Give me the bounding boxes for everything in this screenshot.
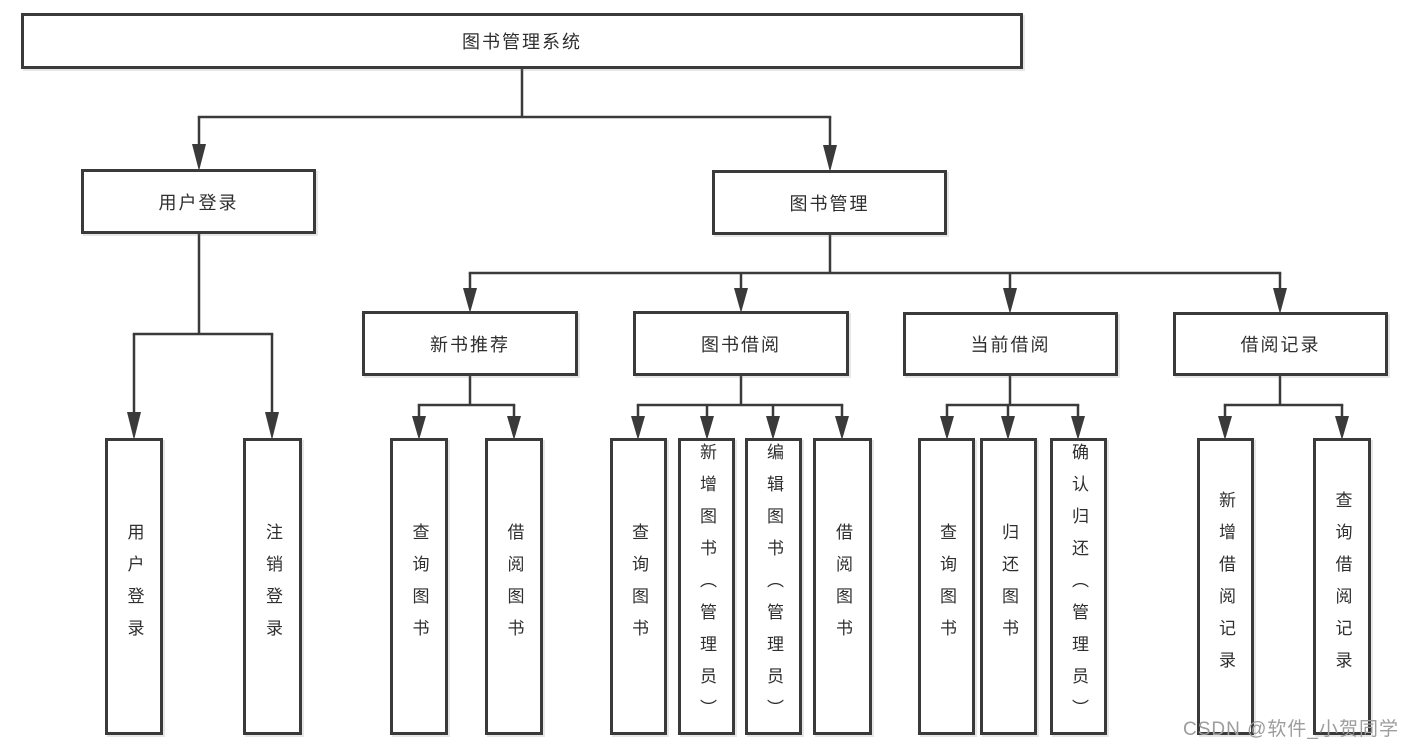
leaf-label: 注销登录 (263, 522, 282, 651)
leaf-label: 借阅图书 (504, 522, 524, 651)
leaf-add-borrow-record: 新增借阅记录 (1197, 438, 1254, 735)
node-label: 借阅记录 (1240, 335, 1321, 355)
node-label: 图书管理系统 (462, 32, 582, 52)
node-book-management: 图书管理 (712, 170, 947, 235)
leaf-label: 查询图书 (629, 522, 648, 651)
leaf-logout: 注销登录 (243, 438, 302, 735)
leaf-confirm-return-admin: 确认归还（管理员） (1050, 438, 1107, 735)
leaf-label: 查询借阅记录 (1332, 490, 1352, 683)
leaf-query-borrow-record: 查询借阅记录 (1313, 438, 1371, 735)
node-label: 图书管理 (789, 193, 870, 214)
leaf-return-book: 归还图书 (980, 438, 1037, 735)
node-borrow-record: 借阅记录 (1173, 312, 1388, 376)
node-label: 新书推荐 (430, 334, 510, 355)
leaf-label: 新增借阅记录 (1216, 490, 1235, 683)
node-new-book-recommend: 新书推荐 (362, 311, 578, 376)
leaf-label: 归还图书 (999, 522, 1018, 651)
leaf-borrow-book: 借阅图书 (813, 438, 872, 735)
leaf-label: 确认归还（管理员） (1069, 442, 1088, 731)
node-label: 当前借阅 (970, 335, 1051, 355)
node-current-borrow: 当前借阅 (903, 312, 1118, 376)
node-label: 图书借阅 (701, 334, 781, 355)
leaf-query-book-borrow: 查询图书 (610, 438, 667, 735)
leaf-label: 借阅图书 (833, 522, 852, 651)
node-book-borrow: 图书借阅 (633, 311, 849, 376)
leaf-edit-book-admin: 编辑图书（管理员） (745, 438, 802, 735)
leaf-borrow-book-recommend: 借阅图书 (485, 438, 543, 735)
leaf-query-book-recommend: 查询图书 (390, 438, 448, 735)
node-user-login: 用户登录 (81, 169, 316, 234)
leaf-label: 查询图书 (937, 522, 956, 651)
leaf-user-login: 用户登录 (105, 438, 163, 735)
leaf-label: 新增图书（管理员） (697, 442, 716, 731)
node-label: 用户登录 (158, 192, 239, 213)
csdn-watermark: CSDN @软件_小贺同学 (1183, 719, 1399, 740)
leaf-label: 编辑图书（管理员） (764, 442, 783, 731)
leaf-label: 用户登录 (124, 522, 144, 651)
node-library-management-system: 图书管理系统 (21, 13, 1023, 69)
leaf-label: 查询图书 (409, 522, 429, 651)
leaf-add-book-admin: 新增图书（管理员） (678, 438, 735, 735)
leaf-query-book-current: 查询图书 (918, 438, 975, 735)
